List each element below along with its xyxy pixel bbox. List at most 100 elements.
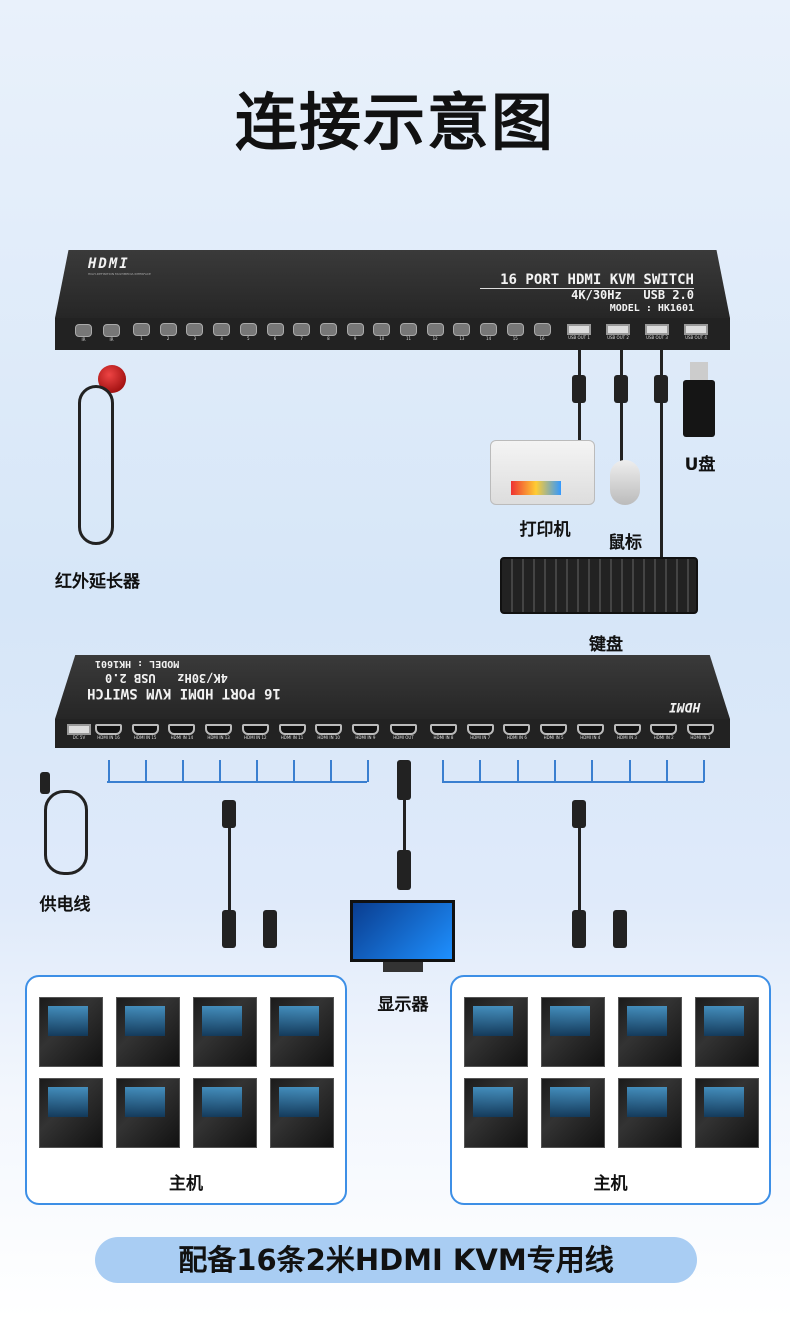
channel-button-shape (426, 323, 444, 336)
hdmi-in-port[interactable]: HDMI IN 5 (540, 724, 568, 740)
channel-button-shape (506, 323, 524, 336)
wiring-tick (108, 760, 110, 782)
port-label: HDMI IN 11 (280, 735, 304, 740)
hdmi-in-port-shape (466, 724, 494, 735)
hdmi-in-port-shape (241, 724, 269, 735)
channel-button[interactable]: 14 (480, 323, 498, 341)
usb-plug-icon (614, 375, 628, 403)
channel-button[interactable]: 16 (533, 323, 551, 341)
channel-button[interactable]: 5 (239, 323, 257, 341)
switch-back-model: MODEL : HK1601 (95, 658, 180, 669)
hdmi-in-port[interactable]: HDMI IN 2 (650, 724, 678, 740)
channel-button[interactable]: 6 (266, 323, 284, 341)
hdmi-in-port-shape (205, 724, 233, 735)
hdmi-in-port[interactable]: HDMI IN 10 (315, 724, 343, 740)
hdmi-in-port-shape (686, 724, 714, 735)
hdmi-in-port[interactable]: HDMI IN 7 (466, 724, 494, 740)
hdmi-in-port[interactable]: HDMI IN 9 (351, 724, 379, 740)
dc-port[interactable]: DC 5V (67, 724, 91, 740)
wiring-tick (182, 760, 184, 782)
label-power: 供电线 (39, 895, 91, 915)
hdmi-in-port[interactable]: HDMI IN 12 (241, 724, 269, 740)
channel-button-shape (133, 323, 150, 336)
channel-button[interactable]: 8 (319, 323, 337, 341)
hdmi-in-port[interactable]: HDMI IN 8 (430, 724, 457, 740)
port-label: USB OUT 4 (685, 335, 707, 340)
port-label: 3 (193, 336, 197, 341)
hdmi-cable (228, 800, 231, 920)
port-label: HDMI IN 7 (470, 735, 491, 740)
channel-button[interactable]: 1 (133, 323, 150, 341)
udisk-icon (683, 362, 715, 437)
usb-cable (620, 350, 623, 465)
label-host: 主机 (593, 1174, 628, 1194)
label-udisk: U盘 (684, 455, 716, 475)
port-label: 15 (512, 336, 518, 341)
port-label: 6 (273, 336, 277, 341)
back-spec-res: 4K/30Hz (177, 671, 228, 685)
hdmi-in-port[interactable]: HDMI IN 14 (168, 724, 196, 740)
port-label: USB OUT 2 (607, 335, 629, 340)
wiring-tick (330, 760, 332, 782)
host-pc-icon (116, 1078, 180, 1148)
usb-out-port-shape (684, 324, 708, 335)
hdmi-out-port[interactable]: HDMI OUT (390, 724, 417, 740)
usb-out-port[interactable]: USB OUT 2 (606, 324, 630, 340)
channel-button[interactable]: 2 (159, 323, 177, 341)
port-label: 11 (405, 336, 412, 341)
channel-button[interactable]: 4 (213, 323, 231, 341)
hdmi-in-port-shape (576, 724, 604, 735)
host-pc-icon (39, 1078, 103, 1148)
footer-banner: 配备16条2米HDMI KVM专用线 (95, 1237, 697, 1283)
port-label: 2 (166, 336, 170, 341)
hdmi-in-port-shape (351, 724, 379, 735)
usb-plug-icon (613, 910, 627, 948)
hdmi-in-port[interactable]: HDMI IN 13 (205, 724, 233, 740)
usb-out-port-shape (606, 324, 630, 335)
port-label: 1 (140, 336, 143, 341)
channel-button[interactable]: 7 (293, 323, 311, 341)
wiring-tick (442, 760, 444, 782)
hdmi-in-port-shape (430, 724, 457, 735)
wiring-tick (703, 760, 706, 782)
hdmi-in-port[interactable]: HDMI IN 1 (686, 724, 714, 740)
usb-out-port[interactable]: USB OUT 1 (567, 324, 591, 340)
port-label: USB OUT 3 (646, 335, 668, 340)
usb-out-port-shape (645, 324, 669, 335)
port-label: 14 (486, 336, 492, 341)
label-host: 主机 (169, 1174, 203, 1194)
host-pc-icon (270, 997, 334, 1067)
channel-button[interactable]: 11 (400, 323, 417, 341)
ir-port[interactable]: IR (103, 324, 120, 342)
wiring-tick (479, 760, 482, 782)
ir-port[interactable]: IR (75, 324, 92, 342)
port-label: 10 (379, 336, 385, 341)
hdmi-in-port-shape (613, 724, 641, 735)
wiring-tick (591, 760, 594, 782)
hdmi-in-port[interactable]: HDMI IN 11 (278, 724, 306, 740)
channel-button-shape (213, 323, 231, 336)
channel-button[interactable]: 3 (186, 323, 204, 341)
channel-button[interactable]: 10 (373, 323, 391, 341)
host-group-right: 主机 (450, 975, 771, 1205)
usb-out-port[interactable]: USB OUT 3 (645, 324, 669, 340)
hdmi-in-port[interactable]: HDMI IN 3 (613, 724, 641, 740)
hdmi-in-port[interactable]: HDMI IN 16 (95, 724, 122, 740)
usb-out-port[interactable]: USB OUT 4 (684, 324, 708, 340)
hdmi-in-port[interactable]: HDMI IN 4 (576, 724, 604, 740)
switch-spec: 4K/30Hz USB 2.0 (571, 288, 694, 302)
hdmi-cable (578, 800, 581, 920)
port-label: HDMI IN 6 (506, 735, 527, 740)
usb-out-port-shape (567, 324, 591, 335)
channel-button[interactable]: 9 (346, 323, 364, 341)
label-monitor: 显示器 (377, 995, 429, 1015)
hdmi-in-port[interactable]: HDMI IN 15 (131, 724, 159, 740)
channel-button[interactable]: 13 (453, 323, 471, 341)
channel-button[interactable]: 12 (426, 323, 444, 341)
hdmi-plug-icon (572, 800, 586, 828)
port-label: 9 (353, 336, 357, 341)
port-label: HDMI IN 9 (355, 735, 376, 740)
hdmi-in-port[interactable]: HDMI IN 6 (503, 724, 531, 740)
channel-button-shape (239, 323, 257, 336)
channel-button[interactable]: 15 (506, 323, 524, 341)
